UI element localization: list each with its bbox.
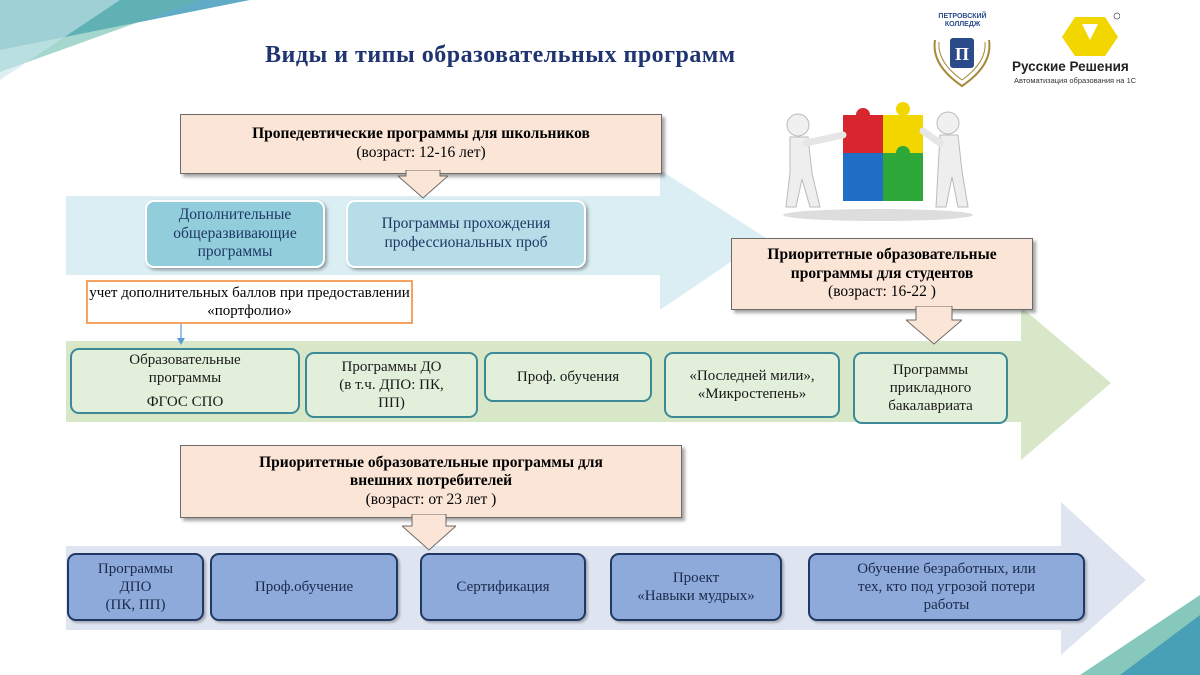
external-title-line2: внешних потребителей [349,472,513,490]
school-programs-age: (возраст: 12-16 лет) [356,144,486,161]
item-line: Проект [672,570,720,586]
external-programs-header: Приоритетные образовательные программы д… [180,445,682,518]
students-programs-header: Приоритетные образовательные программы д… [731,238,1033,310]
school-item-label: Дополнительные общеразвивающие программы [173,206,297,261]
portfolio-note: учет дополнительных баллов при предостав… [86,280,413,324]
students-down-arrow [906,306,962,345]
item-line: (в т.ч. ДПО: ПК, [339,377,444,393]
students-programs-age: (возраст: 16-22 ) [828,283,936,301]
puzzle-illustration [768,95,980,223]
item-line: ФГОС СПО [146,394,224,410]
school-programs-title: Пропедевтические программы для школьнико… [252,125,590,143]
external-programs-age: (возраст: от 23 лет ) [365,490,497,508]
company-name: Русские Решения [1012,59,1129,74]
college-logo: П ПЕТРОВСКИЙ КОЛЛЕДЖ [925,10,1000,90]
college-name: ПЕТРОВСКИЙ КОЛЛЕДЖ [938,13,987,28]
decorative-corner-bottom-right [1080,595,1200,675]
item-line: Проф.обучение [254,579,354,595]
item-line: бакалавриата [888,398,973,414]
school-item-professional-trials: Программы прохождения профессиональных п… [346,200,586,268]
item-line: программы [148,370,222,386]
external-item-certification: Сертификация [420,553,586,621]
external-down-arrow [402,514,456,551]
school-programs-header: Пропедевтические программы для школьнико… [180,114,662,174]
students-item-additional-education: Программы ДО (в т.ч. ДПО: ПК, ПП) [305,352,478,418]
svg-text:П: П [955,44,969,64]
students-item-last-mile: «Последней мили», «Микростепень» [664,352,840,418]
school-item-label: Программы прохождения профессиональных п… [381,215,551,251]
students-title-line2: программы для студентов [790,264,974,282]
school-down-arrow [398,170,448,199]
external-title-line1: Приоритетные образовательные программы д… [259,453,603,471]
item-line: Обучение безработных, или [857,561,1036,577]
item-line: ПП) [378,395,405,411]
external-item-dpo: Программы ДПО (ПК, ПП) [67,553,204,621]
company-hexagon-icon [1062,12,1120,56]
item-line: тех, кто под угрозой потери [857,579,1036,595]
decorative-corner-top-left [0,0,250,80]
item-line: Сертификация [456,579,550,595]
students-title-line1: Приоритетные образовательные [767,246,997,264]
item-line: «Последней мили», [689,368,815,384]
external-item-unemployed: Обучение безработных, или тех, кто под у… [808,553,1085,621]
item-line: работы [923,597,970,613]
students-item-fgos-spo: Образовательные программы ФГОС СПО [70,348,300,414]
company-tagline: Автоматизация образования на 1С [1014,76,1137,85]
page-title: Виды и типы образовательных программ [265,42,736,68]
puzzle-people-icon [783,102,973,221]
external-item-prof-training: Проф.обучение [210,553,398,621]
item-line: Программы [892,362,969,378]
item-line: «Микростепень» [697,386,807,402]
item-line: «Навыки мудрых» [637,588,755,604]
portfolio-connector-arrow [177,324,185,345]
item-line: Программы [97,561,174,577]
college-emblem-icon: П [933,38,991,88]
students-item-applied-bachelor: Программы прикладного бакалавриата [853,352,1008,424]
item-line: Образовательные [129,352,241,368]
students-item-prof-training: Проф. обучения [484,352,652,402]
item-line: Проф. обучения [516,369,620,385]
item-line: (ПК, ПП) [105,597,166,613]
portfolio-note-text: учет дополнительных баллов при предостав… [89,285,410,319]
item-line: Программы ДО [341,359,442,375]
company-logo: Русские Решения Автоматизация образовани… [1012,12,1162,87]
item-line: ДПО [119,579,152,595]
school-item-additional-programs: Дополнительные общеразвивающие программы [145,200,325,268]
item-line: прикладного [889,380,972,396]
external-item-wise-skills: Проект «Навыки мудрых» [610,553,782,621]
